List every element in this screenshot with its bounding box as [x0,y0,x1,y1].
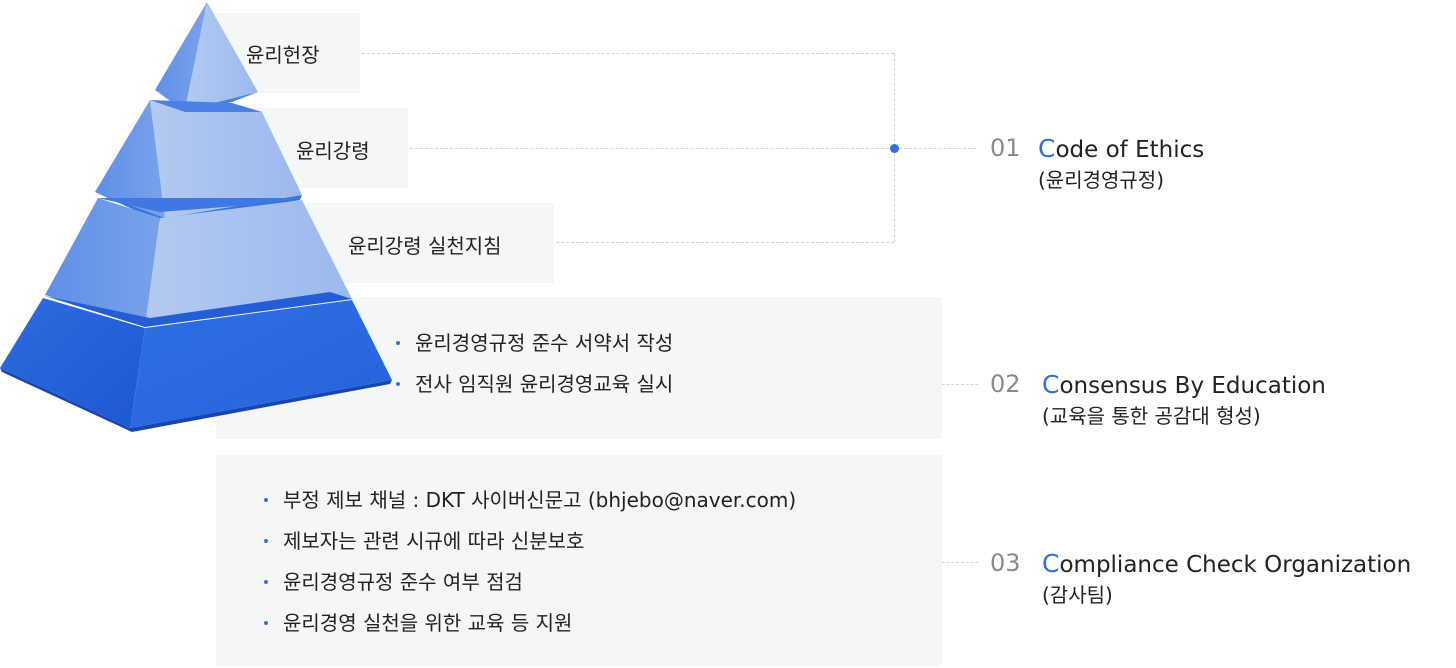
bullet-dot-icon [264,621,268,625]
pyramid-base [0,292,392,432]
item-subtitle: (감사팀) [1042,583,1113,607]
connector-line-03 [942,562,978,563]
bullet-dot-icon [396,341,400,345]
list-item: 윤리경영 실천을 위한 교육 등 지원 [264,611,796,635]
list-item: 전사 임직원 윤리경영교육 실시 [396,372,673,396]
connector-line-3 [556,242,894,243]
compliance-bullets: 부정 제보 채널 : DKT 사이버신문고 (bhjebo@naver.com)… [264,488,796,635]
item-subtitle: (교육을 통한 공감대 형성) [1042,404,1261,428]
list-item: 윤리경영규정 준수 서약서 작성 [396,331,673,355]
bullet-dot-icon [264,498,268,502]
pyramid-graphic [0,2,392,432]
level-2-label: 윤리강령 [296,139,370,163]
connector-line-1 [362,53,894,54]
item-title: Consensus By Education [1042,370,1326,399]
connector-line-01 [894,148,976,149]
connector-line-02 [942,384,978,385]
pyramid-level-3 [45,198,352,327]
pyramid-level-2 [95,100,302,224]
list-item: 제보자는 관련 시규에 따라 신분보호 [264,529,796,553]
item-subtitle: (윤리경영규정) [1038,168,1165,192]
item-number: 01 [990,134,1021,162]
bullet-dot-icon [396,382,400,386]
compliance-box [216,455,942,666]
level-3-box [300,203,554,283]
list-item: 윤리경영규정 준수 여부 점검 [264,570,796,594]
connector-dot-icon [890,144,899,153]
level-3-label: 윤리강령 실천지침 [348,234,502,258]
level-1-label: 윤리헌장 [246,43,320,67]
item-title: Compliance Check Organization [1042,549,1412,578]
education-bullets: 윤리경영규정 준수 서약서 작성 전사 임직원 윤리경영교육 실시 [396,331,673,396]
bullet-dot-icon [264,580,268,584]
item-number: 02 [990,370,1021,398]
pyramid-level-1 [155,2,258,113]
item-number: 03 [990,549,1021,577]
connector-line-2 [410,148,894,149]
item-title: Code of Ethics [1038,134,1205,163]
list-item: 부정 제보 채널 : DKT 사이버신문고 (bhjebo@naver.com) [264,488,796,512]
bullet-dot-icon [264,539,268,543]
